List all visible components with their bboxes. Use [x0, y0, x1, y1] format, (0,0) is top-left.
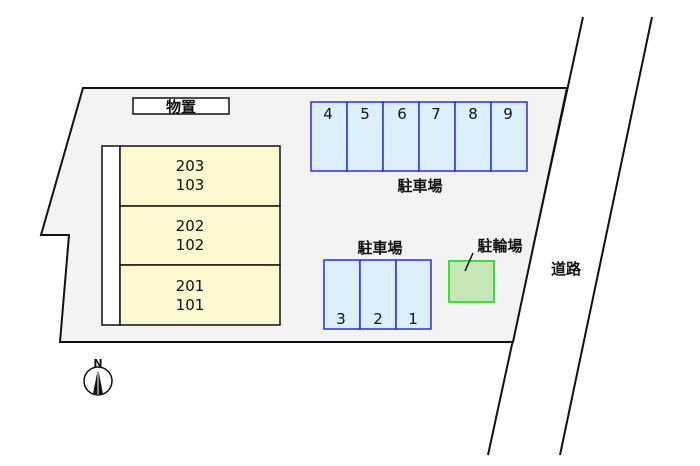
unit-number: 103	[176, 176, 205, 194]
parking-slot	[454, 101, 492, 172]
slot-number: 1	[408, 310, 418, 328]
north-label: N	[93, 357, 102, 370]
unit-number: 202	[176, 217, 205, 235]
storage-shed	[132, 97, 230, 115]
road-label: 道路	[551, 260, 582, 278]
bicycle-parking-leader	[464, 252, 474, 272]
north-arrow-icon: N	[83, 357, 113, 396]
bicycle-parking-label: 駐輪場	[477, 237, 522, 255]
parking-slot	[310, 101, 348, 172]
unit-number: 101	[176, 296, 205, 314]
slot-number: 3	[336, 310, 346, 328]
parking-slot	[323, 259, 361, 330]
unit-block	[119, 145, 281, 207]
unit-block	[119, 264, 281, 326]
slot-number: 7	[431, 105, 441, 123]
unit-number: 201	[176, 277, 205, 295]
unit-number: 102	[176, 236, 205, 254]
bicycle-parking	[448, 260, 495, 303]
building: 203 103 202 102 201 101	[101, 145, 281, 326]
slot-number: 4	[323, 105, 333, 123]
parking-slot	[359, 259, 397, 330]
parking-slot	[490, 101, 528, 172]
parking-slot	[418, 101, 456, 172]
unit-number: 203	[176, 157, 205, 175]
slot-number: 5	[360, 105, 370, 123]
road-edge-right	[559, 16, 653, 456]
parking-slot	[382, 101, 420, 172]
parking-top: 4 5 6 7 8 9 駐車場	[310, 101, 528, 195]
slot-number: 8	[468, 105, 478, 123]
building-corridor	[101, 145, 121, 326]
slot-number: 9	[503, 105, 513, 123]
unit-block	[119, 205, 281, 266]
parking-slot	[395, 259, 432, 330]
slot-number: 2	[373, 310, 383, 328]
parking-bottom-label: 駐車場	[357, 239, 402, 257]
parking-top-label: 駐車場	[397, 177, 442, 195]
storage-label: 物置	[166, 98, 196, 116]
parking-bottom: 3 2 1 駐車場	[323, 239, 432, 330]
slot-number: 6	[397, 105, 407, 123]
